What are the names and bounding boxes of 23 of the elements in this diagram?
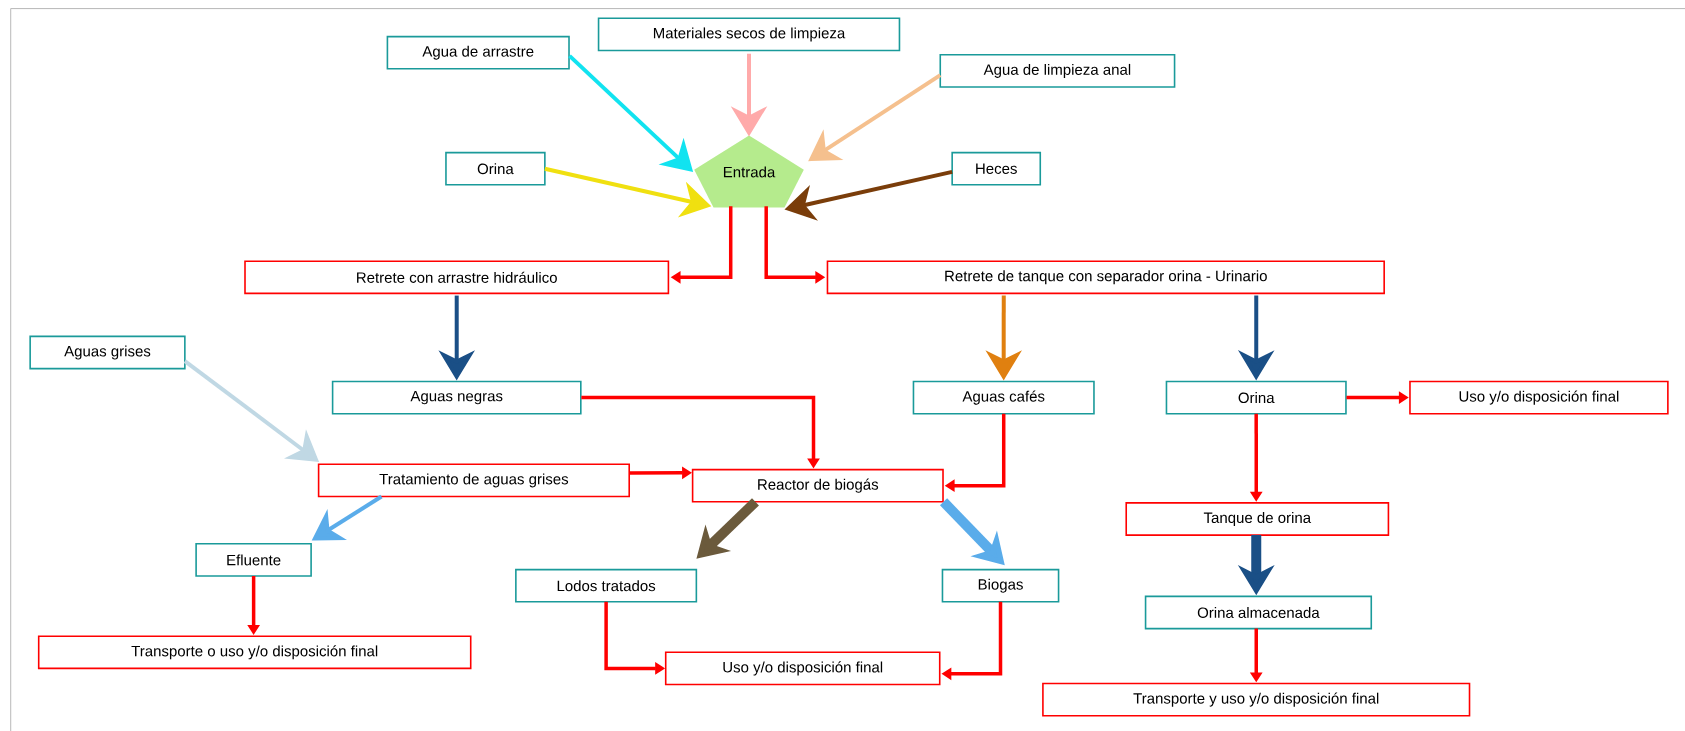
flow-box: Aguas grises xyxy=(29,335,186,370)
technology-box: Reactor de biogás xyxy=(691,468,944,503)
flow-box: Heces xyxy=(951,151,1042,186)
technology-box: Tratamiento de aguas grises xyxy=(317,463,630,498)
technology-box: Retrete con arrastre hidráulico xyxy=(244,260,670,295)
flow-box: Lodos tratados xyxy=(515,568,698,603)
technology-box: Uso y/o disposición final xyxy=(664,651,941,686)
technology-box: Transporte y uso y/o disposición final xyxy=(1042,682,1471,717)
flow-box: Orina xyxy=(1165,380,1347,415)
flow-box: Agua de limpieza anal xyxy=(939,54,1176,88)
flow-box: Orina xyxy=(445,151,546,186)
technology-box: Tanque de orina xyxy=(1125,502,1390,536)
input-pentagon: Entrada xyxy=(694,135,804,208)
flow-box: Efluente xyxy=(195,543,312,577)
technology-box: Retrete de tanque con separador orina - Urinario xyxy=(826,260,1385,295)
technology-box: Uso y/o disposición final xyxy=(1409,380,1669,415)
flow-box: Aguas negras xyxy=(331,380,582,415)
flow-box: Orina almacenada xyxy=(1144,595,1373,630)
flow-box: Aguas cafés xyxy=(912,380,1095,415)
flow-box: Materiales secos de limpieza xyxy=(597,17,901,52)
technology-box: Transporte o uso y/o disposición final xyxy=(37,635,472,670)
flow-box: Agua de arrastre xyxy=(386,35,570,70)
flow-box: Biogas xyxy=(941,568,1060,603)
